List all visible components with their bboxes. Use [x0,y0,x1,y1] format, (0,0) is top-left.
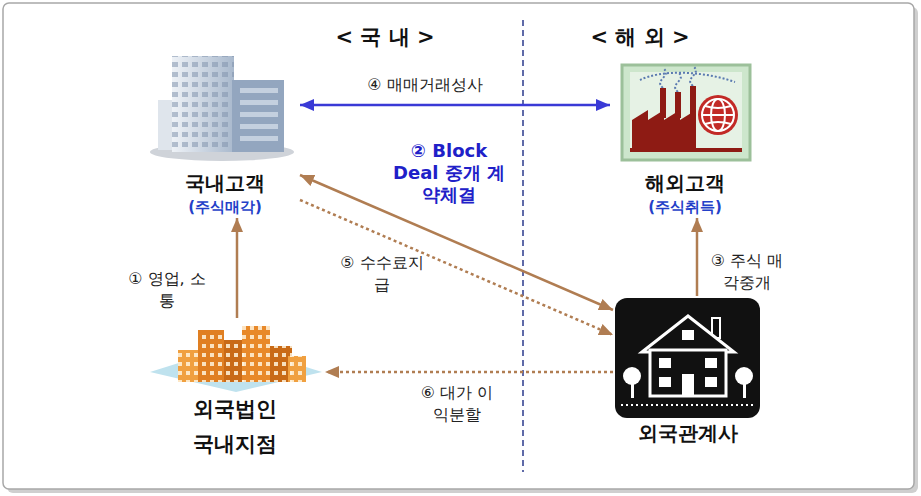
node-label: (주식매각) [188,196,262,218]
node-label: 해외고객 [645,170,725,196]
node-label: (주식취득) [648,196,722,218]
edge-label: ③ 주식 매각중개 [708,250,786,294]
connector-arrow [300,104,610,107]
node-box: 해외고객(주식취득) [610,50,760,218]
edge-label: ④ 매매거래성사 [330,74,520,96]
edge-label: ① 영업, 소통 [128,268,206,312]
divider-line [522,20,524,472]
edge-label: ② Block Deal 중개 계약체결 [393,140,505,206]
connector-arrow [696,218,699,296]
office-building-icon [150,56,294,161]
node-box: 외국관계사 [613,296,763,446]
connector-arrow [236,218,239,318]
node-label: 국내고객 [185,170,265,196]
edge-label: ⑤ 수수료지급 [338,252,426,296]
region-heading: < 해 외 > [555,24,725,51]
edge-label: ⑥ 대가 이익분할 [418,382,496,426]
node-box: 국내고객(주식매각) [150,50,300,218]
node-label: 외국관계사 [638,420,738,446]
branch-buildings-icon [150,326,322,392]
connector-arrow [325,371,613,374]
region-heading: < 국 내 > [300,24,470,51]
factory-icon [622,65,750,160]
connector-arrow [300,200,613,335]
house-icon [615,298,760,418]
node-box: 외국법인 국내지점 [145,318,325,462]
frame [3,3,914,489]
node-label: 외국법인 국내지점 [185,392,285,462]
